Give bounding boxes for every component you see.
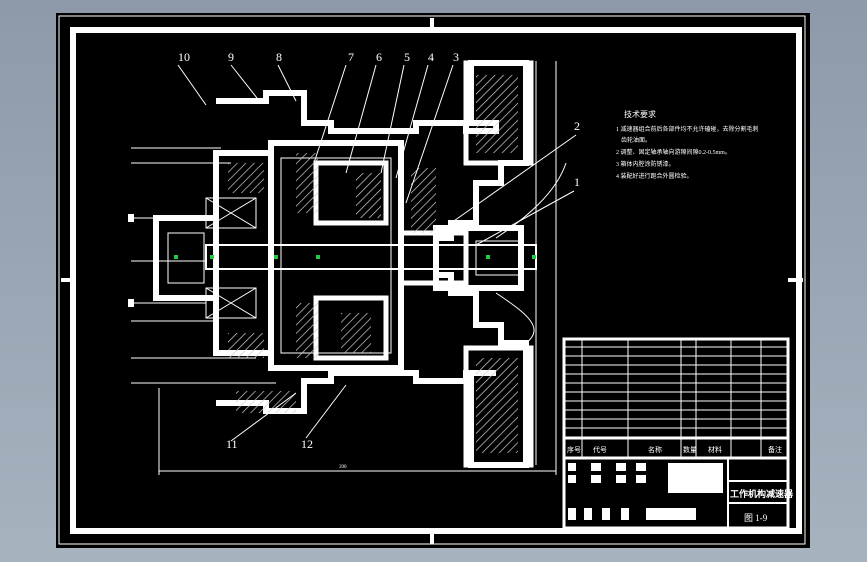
balloon-1: 1 [574,175,580,189]
notes-line-2: 齿轮油面。 [621,136,651,144]
header-seq: 序号 [567,445,581,454]
title-block-fills [568,463,723,520]
balloon-2: 2 [574,119,580,133]
title-block-header: 序号 代号 名称 数量 材料 备注 工作机构减速器 图 1-9 [567,445,794,523]
header-qty: 数量 [683,445,697,454]
balloon-6: 6 [376,50,382,64]
center-mark-bottom [430,529,434,544]
header-code: 代号 [593,445,607,454]
overall-dimension: 390 [339,465,347,470]
part-balloons: 10 9 8 7 6 5 4 3 2 1 11 12 390 [177,50,580,470]
balloon-4: 4 [428,50,434,64]
center-mark-left [61,278,76,282]
center-mark-right [788,278,803,282]
title-block [562,337,790,530]
balloon-9: 9 [228,50,234,64]
header-name: 名称 [648,445,662,454]
notes-title: 技术要求 [624,109,656,119]
drawing-name: 工作机构减速器 [730,488,794,499]
balloon-10: 10 [178,50,190,64]
center-mark-top [430,18,434,33]
hatched-sections [228,75,518,453]
header-material: 材料 [708,445,722,454]
balloon-3: 3 [453,50,459,64]
center-markers [174,255,536,259]
balloon-12: 12 [301,437,313,451]
notes-line-1: 1 减速器组合前后各部件均不允许磕碰，去除分割毛刺 [616,125,759,133]
header-remark: 备注 [768,445,782,454]
balloon-7: 7 [348,50,354,64]
notes-line-4: 3 箱体内腔涂防锈漆。 [616,160,675,168]
assembly-drawing: 10 9 8 7 6 5 4 3 2 1 11 12 390 技术要求 1 减速… [58,15,806,545]
notes-line-5: 4 装配好进行跑合外圆检验。 [616,172,693,180]
balloon-5: 5 [404,50,410,64]
balloon-11: 11 [226,437,238,451]
technical-notes: 技术要求 1 减速器组合前后各部件均不允许磕碰，去除分割毛刺 齿轮油面。 2 调… [616,109,759,180]
balloon-8: 8 [276,50,282,64]
cad-viewport[interactable]: 10 9 8 7 6 5 4 3 2 1 11 12 390 技术要求 1 减速… [56,13,810,548]
drawing-number: 图 1-9 [744,513,768,523]
notes-line-3: 2 调整、固定轴承轴向游隙间隙0.2-0.5mm。 [616,148,731,156]
